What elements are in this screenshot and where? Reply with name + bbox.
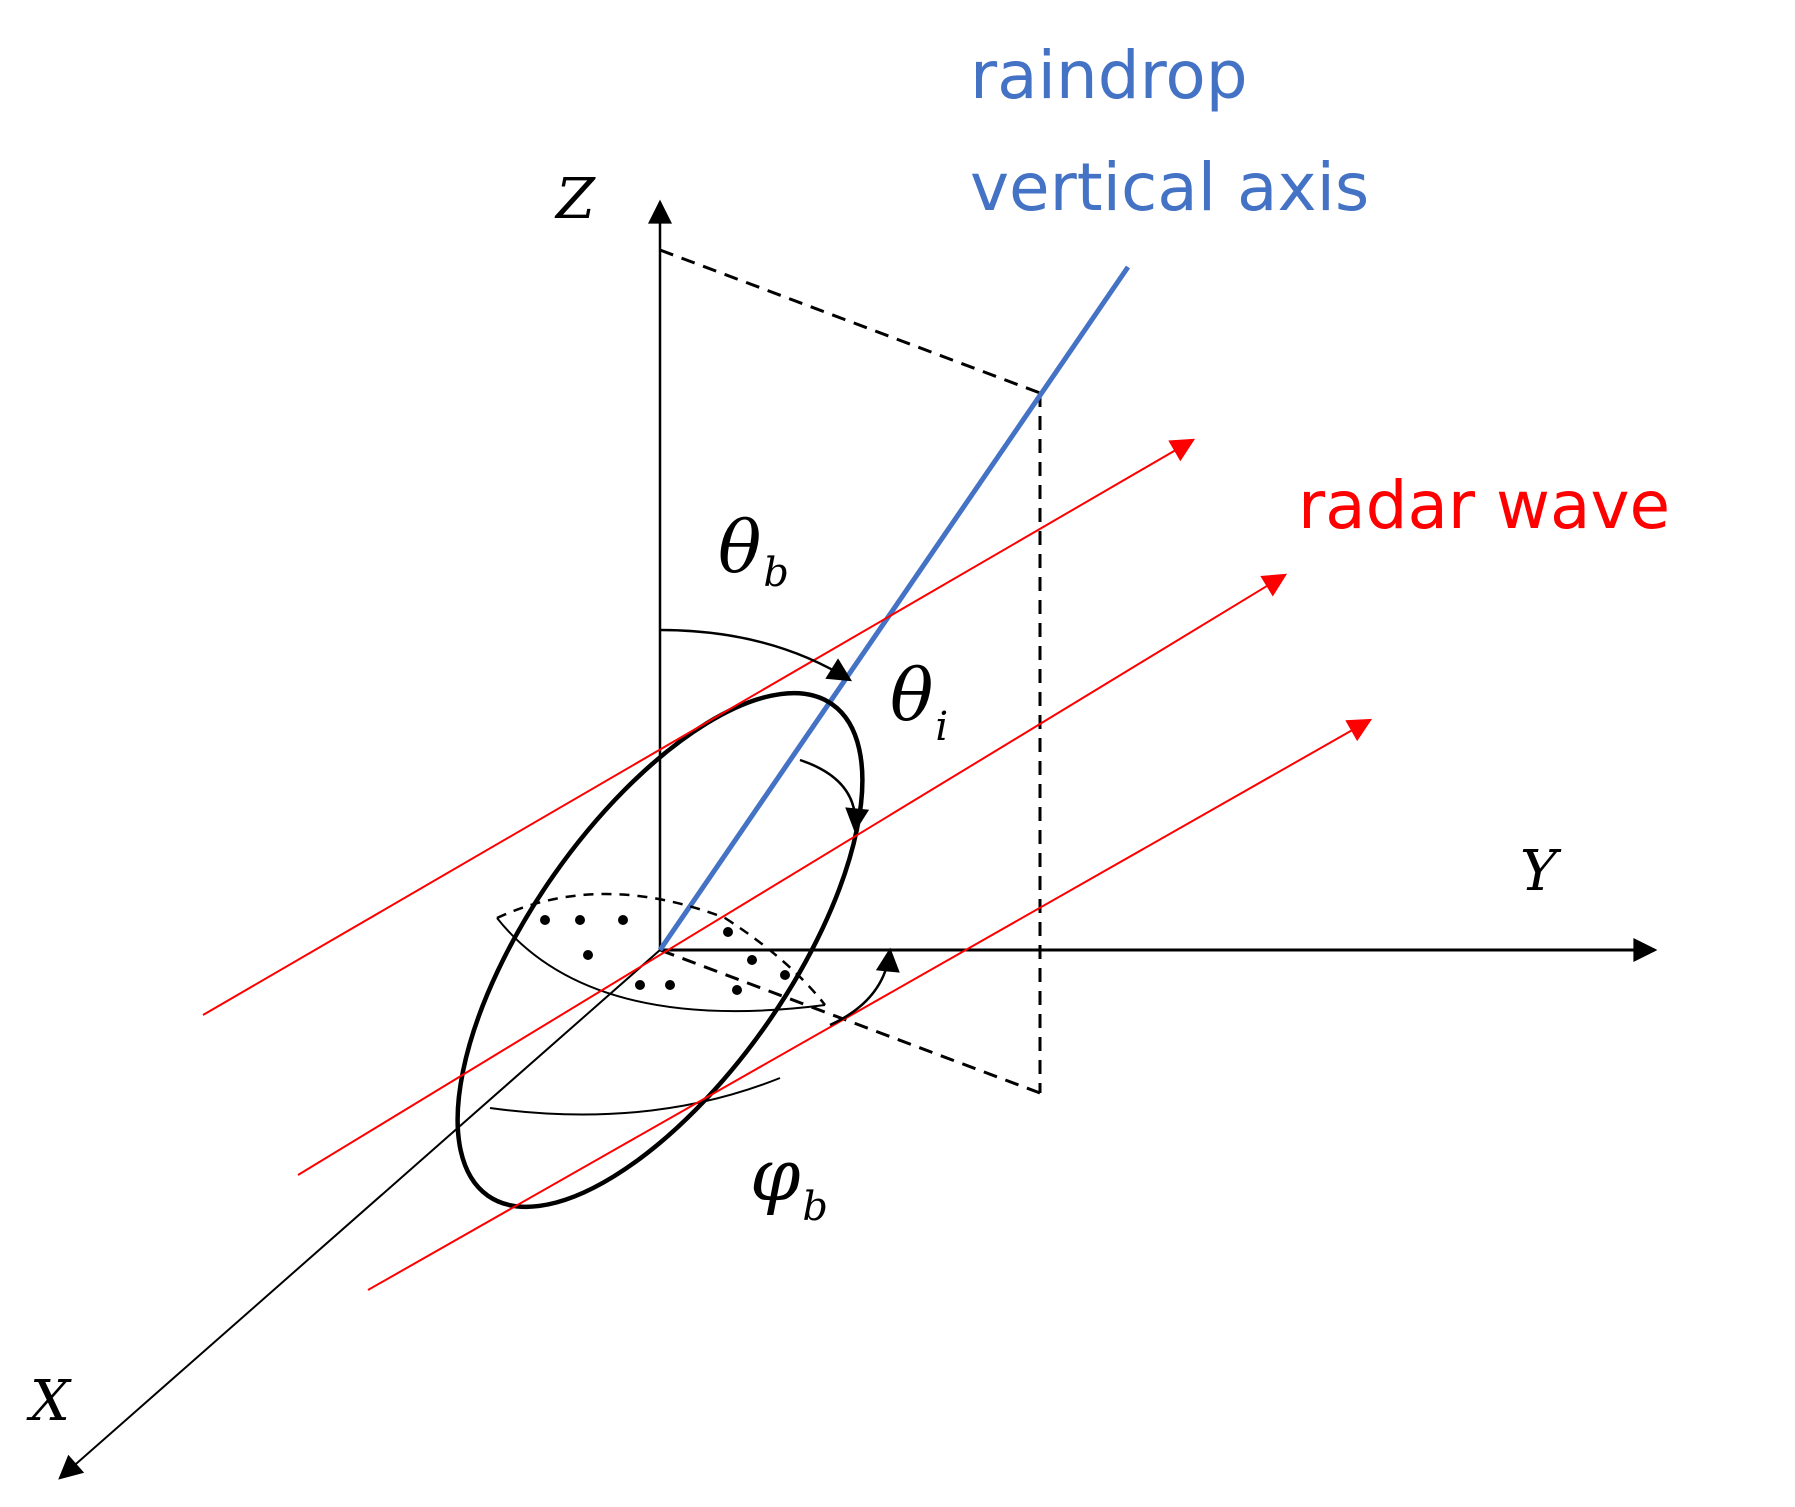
x-axis [58, 949, 661, 1480]
scatterer-dots [540, 915, 790, 995]
radar-wave-rays [202, 438, 1373, 1291]
z-axis-label: Z [554, 167, 596, 232]
raindrop-vertical-axis-line [657, 265, 1131, 952]
theta-b-arc [659, 628, 853, 682]
x-axis-label: X [26, 1369, 72, 1434]
theta-i-symbol: θ [890, 653, 933, 737]
phi-b-arc [829, 947, 900, 1027]
phi-b-subscript: b [802, 1184, 828, 1230]
phi-b-symbol: φ [750, 1133, 801, 1217]
theta-i-subscript: i [935, 704, 948, 750]
radar-wave-label: radar wave [1298, 467, 1670, 544]
theta-b-symbol: θ [718, 505, 761, 589]
theta-b-subscript: b [763, 550, 789, 596]
phi-b-label: φb [750, 1133, 828, 1230]
projection-lines [659, 248, 1042, 1095]
theta-i-label: θi [890, 653, 948, 750]
equatorial-section [489, 892, 826, 1116]
raindrop-label-line2: vertical axis [970, 149, 1369, 226]
theta-i-arc [799, 758, 870, 833]
theta-b-label: θb [718, 505, 789, 596]
y-axis-label: Y [1520, 839, 1562, 904]
raindrop-label-line1: raindrop [970, 37, 1248, 114]
raindrop-ellipse [455, 690, 865, 1210]
